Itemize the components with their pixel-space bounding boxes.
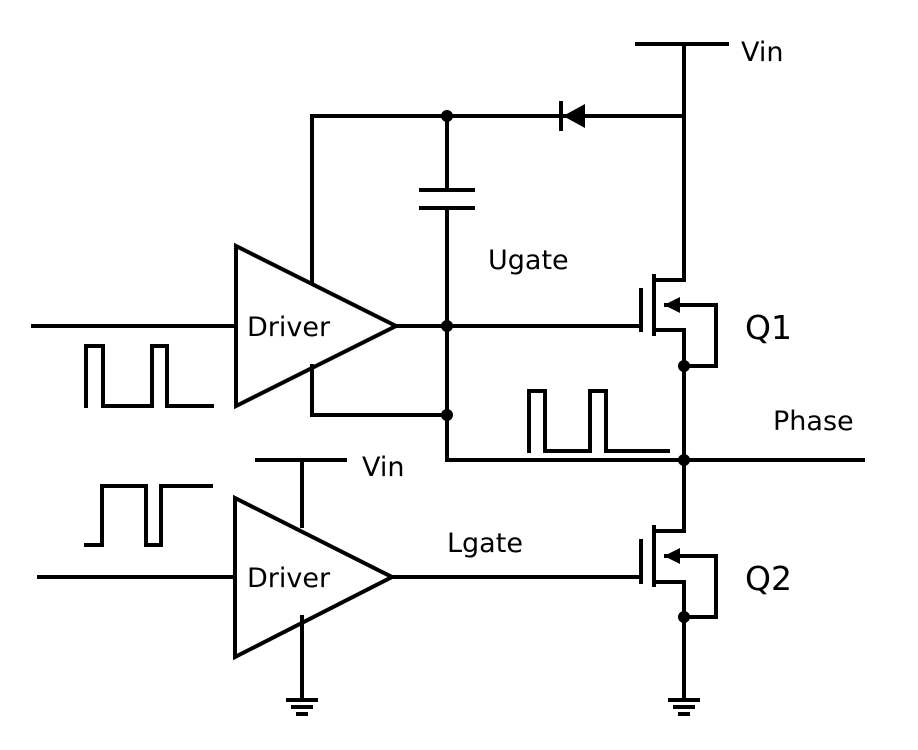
junction-dots (441, 110, 690, 623)
q2-label: Q2 (745, 559, 792, 598)
q1-label: Q1 (745, 308, 792, 347)
bootstrap-capacitor (419, 114, 475, 462)
ground-icon (286, 698, 318, 716)
vin-low-rail: Vin (255, 452, 405, 528)
bootstrap-diode (559, 101, 585, 131)
bootstrap-wire (310, 114, 686, 284)
phase-wire: Phase (445, 406, 865, 462)
high-side-driver: Driver (31, 242, 643, 417)
ground-icon (668, 698, 700, 716)
driver-high-label: Driver (247, 312, 331, 343)
pulse-waveform-high-input (84, 344, 214, 408)
phase-label: Phase (773, 406, 854, 437)
lgate-label: Lgate (447, 528, 523, 559)
vin-top-label: Vin (741, 37, 784, 68)
ugate-label: Ugate (488, 245, 569, 276)
driver-low-label: Driver (247, 563, 331, 594)
vin-top-rail (635, 42, 729, 282)
low-side-driver: Driver (37, 494, 643, 702)
mosfet-q2: Q2 (639, 458, 792, 702)
pulse-waveform-phase (527, 389, 670, 453)
mosfet-q1: Q1 (639, 274, 792, 462)
pulse-waveform-low-input (84, 484, 213, 547)
vin-low-label: Vin (362, 452, 405, 483)
